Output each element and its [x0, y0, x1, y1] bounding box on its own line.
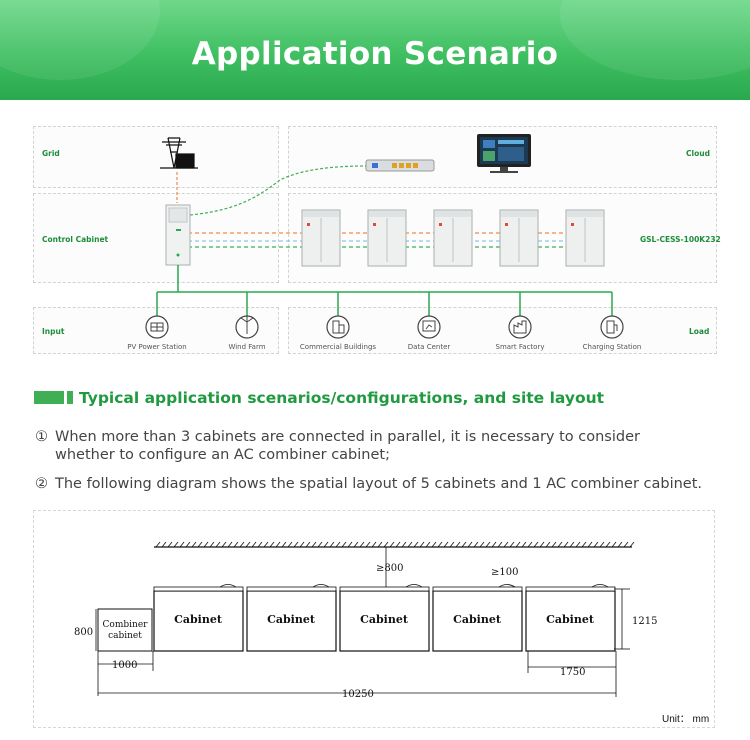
control-cabinet-unit	[165, 204, 191, 266]
input-label: Input	[42, 327, 65, 336]
grid-label: Grid	[42, 149, 60, 158]
page-title: Application Scenario	[191, 36, 559, 72]
monitor-icon	[477, 134, 531, 173]
cabinet-label: Cabinet	[546, 613, 595, 626]
cloud-label: Cloud	[686, 149, 710, 158]
dim-label: ≥100	[491, 567, 518, 578]
dim-label: 1750	[560, 667, 585, 678]
control-cabinet-label: Control Cabinet	[42, 235, 109, 244]
heading-bar	[34, 391, 64, 404]
layout-cabinet: Cabinet	[432, 584, 523, 652]
ess-cabinet-unit	[499, 209, 539, 267]
dim-label: 1000	[112, 660, 137, 671]
unit-label: Unit： mm	[662, 714, 709, 725]
ess-cabinet-unit	[433, 209, 473, 267]
section-title: Typical application scenarios/configurat…	[79, 389, 605, 407]
model-label: GSL-CESS-100K232	[640, 235, 721, 244]
input-item-label: PV Power Station	[127, 343, 187, 351]
load-label: Load	[689, 327, 710, 336]
router-icon	[365, 159, 435, 172]
grid-row-box	[33, 126, 279, 188]
dim-label: ≥800	[376, 563, 403, 574]
cabinet-label: Cabinet	[267, 613, 316, 626]
hero-banner: Application Scenario	[0, 0, 750, 100]
layout-cabinet: Cabinet	[246, 584, 337, 652]
factory-icon	[508, 315, 532, 339]
combiner-cabinet	[97, 608, 153, 652]
load-item-label: Smart Factory	[495, 343, 545, 351]
layout-cabinet: Cabinet	[339, 584, 430, 652]
ess-cabinet-unit	[565, 209, 605, 267]
combiner-label: cabinet	[108, 631, 142, 641]
load-row-box	[288, 307, 717, 354]
layout-cabinet: Cabinet	[525, 584, 616, 652]
cabinet-label: Cabinet	[174, 613, 223, 626]
site-layout-diagram: Cabinet Cabinet Cabinet Cabinet Cabinet Comb…	[33, 510, 715, 728]
dim-label: 1215	[632, 616, 657, 627]
combiner-label: Combiner	[103, 620, 149, 630]
topology-diagram	[145, 134, 624, 339]
heading-bar	[67, 391, 73, 404]
ess-cabinet-unit	[367, 209, 407, 267]
control-cabinet-row-box	[33, 193, 279, 283]
load-item-label: Data Center	[407, 343, 451, 351]
building-icon	[326, 315, 350, 339]
data-center-icon	[417, 315, 441, 339]
cabinet-label: Cabinet	[360, 613, 409, 626]
dim-label: 800	[74, 627, 93, 638]
ess-cabinet-unit	[301, 209, 341, 267]
cabinet-label: Cabinet	[453, 613, 502, 626]
power-tower-icon	[160, 137, 198, 169]
layout-cabinet: Cabinet	[153, 584, 244, 652]
input-item-label: Wind Farm	[228, 343, 266, 351]
load-item-label: Commercial Buildings	[299, 343, 377, 351]
charging-station-icon	[600, 315, 624, 339]
dim-label: 10250	[342, 689, 374, 700]
load-item-label: Charging Station	[582, 343, 642, 351]
